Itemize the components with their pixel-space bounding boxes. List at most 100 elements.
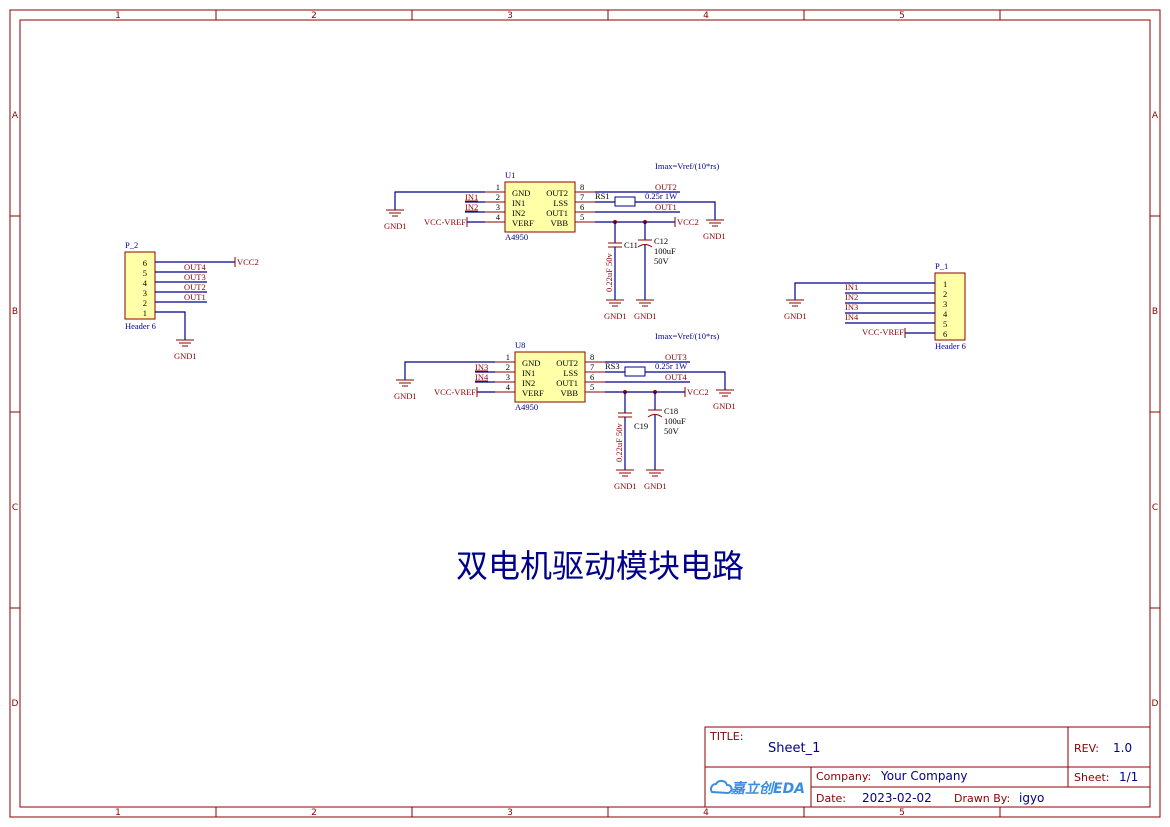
svg-text:OUT2: OUT2 [556, 358, 578, 368]
col-label-bottom: 5 [899, 808, 905, 818]
gnd-label: GND1 [644, 481, 667, 491]
header-body [934, 272, 966, 341]
header-p1[interactable]: P_1 Header 6 1 2 3 4 5 6 GND1 IN1 IN2 IN… [784, 261, 966, 351]
ic-designator: U8 [515, 340, 525, 350]
net-label: IN1 [845, 282, 858, 292]
resistor-value: 0.25r 1W [645, 191, 677, 201]
svg-text:4: 4 [143, 278, 148, 288]
title-block: TITLE: Sheet_1 REV: 1.0 Company: Your Co… [704, 726, 1151, 808]
header-designator: P_1 [935, 261, 948, 271]
row-label-right: B [1152, 307, 1158, 317]
svg-text:LSS: LSS [563, 368, 578, 378]
svg-text:3: 3 [506, 372, 510, 382]
net-label: OUT3 [665, 352, 687, 362]
svg-text:1: 1 [943, 279, 947, 289]
cap-value: 0.22uF 50v [604, 253, 614, 292]
svg-text:VERF: VERF [522, 388, 544, 398]
net-label: OUT2 [184, 282, 206, 292]
ic-body [504, 181, 576, 233]
drawn-by-value: igyo [1019, 791, 1044, 805]
svg-text:3: 3 [143, 288, 147, 298]
resistor-value: 0.25r 1W [655, 361, 687, 371]
net-label: OUT1 [655, 202, 677, 212]
net-label: IN2 [465, 202, 478, 212]
eda-logo: 嘉立创EDA [710, 779, 805, 797]
col-label-top: 1 [115, 11, 121, 21]
svg-text:1: 1 [496, 182, 500, 192]
svg-text:OUT1: OUT1 [546, 208, 568, 218]
sense-resistor [614, 196, 636, 207]
company-value: Your Company [880, 769, 968, 783]
row-label-right: C [1152, 503, 1158, 513]
net-label: OUT1 [184, 292, 206, 302]
gnd-label: GND1 [384, 221, 407, 231]
svg-text:8: 8 [590, 352, 594, 362]
drawn-by-label: Drawn By: [954, 792, 1010, 805]
cap-voltage: 50V [664, 426, 680, 436]
svg-text:1: 1 [143, 308, 147, 318]
svg-text:IN1: IN1 [512, 198, 525, 208]
net-label: IN2 [845, 292, 858, 302]
svg-text:2: 2 [943, 289, 947, 299]
gnd-label: GND1 [604, 311, 627, 321]
svg-text:5: 5 [590, 382, 594, 392]
col-label-top: 2 [311, 11, 317, 21]
ic-part-name: A4950 [515, 402, 538, 412]
col-label-top: 5 [899, 11, 905, 21]
date-label: Date: [816, 792, 846, 805]
cloud-icon [710, 779, 733, 795]
col-label-bottom: 4 [703, 808, 709, 818]
header-p2[interactable]: P_2 Header 6 6 5 4 3 2 1 VCC2 OUT4 OUT3 … [124, 240, 259, 361]
row-label-left: B [12, 307, 18, 317]
vref-label: VCC-VREF [862, 327, 904, 337]
sheet-label: Sheet: [1074, 771, 1110, 784]
header-designator: P_2 [125, 240, 138, 250]
gnd-label: GND1 [713, 401, 736, 411]
net-label: OUT3 [184, 272, 206, 282]
row-label-right: A [1152, 111, 1159, 121]
svg-text:4: 4 [496, 212, 501, 222]
svg-text:6: 6 [943, 329, 947, 339]
svg-text:7: 7 [580, 192, 584, 202]
svg-text:2: 2 [143, 298, 147, 308]
driver-u8[interactable]: Imax=Vref/(10*rs) U8 A4950 1 2 3 4 GND I… [394, 331, 736, 491]
gnd-label: GND1 [394, 391, 417, 401]
row-label-left: C [12, 503, 18, 513]
svg-text:3: 3 [943, 299, 947, 309]
rev-value: 1.0 [1113, 741, 1132, 755]
ic-part-name: A4950 [505, 232, 528, 242]
date-value: 2023-02-02 [862, 791, 932, 805]
header-part: Header 6 [125, 321, 156, 331]
svg-text:4: 4 [943, 309, 948, 319]
svg-text:5: 5 [580, 212, 584, 222]
gnd-label: GND1 [614, 481, 637, 491]
svg-text:3: 3 [496, 202, 500, 212]
col-label-top: 3 [507, 11, 513, 21]
cap-voltage: 50V [654, 256, 670, 266]
gnd-label: GND1 [634, 311, 657, 321]
diagram-title: 双电机驱动模块电路 [456, 547, 744, 585]
title-value: Sheet_1 [768, 741, 820, 756]
svg-text:OUT2: OUT2 [546, 188, 568, 198]
gnd-label: GND1 [703, 231, 726, 241]
header-part: Header 6 [935, 341, 966, 351]
col-label-top: 4 [703, 11, 709, 21]
svg-text:GND: GND [522, 358, 540, 368]
driver-u1[interactable]: Imax=Vref/(10*rs) U1 A4950 1 2 3 4 GND I… [384, 161, 726, 321]
svg-text:VERF: VERF [512, 218, 534, 228]
svg-text:GND: GND [512, 188, 530, 198]
vref-label: VCC-VREF [434, 387, 476, 397]
net-label: OUT4 [184, 262, 206, 272]
cap-value: 0.22uF 50v [614, 423, 624, 462]
vcc-label: VCC2 [687, 387, 709, 397]
row-label-left: D [12, 699, 19, 709]
grid-labels: 1 2 3 4 5 1 2 3 4 5 A B C D A B C D [12, 11, 1159, 818]
net-label: IN1 [465, 192, 478, 202]
resistor-designator: RS1 [595, 191, 610, 201]
vcc-label: VCC2 [677, 217, 699, 227]
svg-text:4: 4 [506, 382, 511, 392]
ic-designator: U1 [505, 170, 515, 180]
net-label: IN4 [475, 372, 489, 382]
